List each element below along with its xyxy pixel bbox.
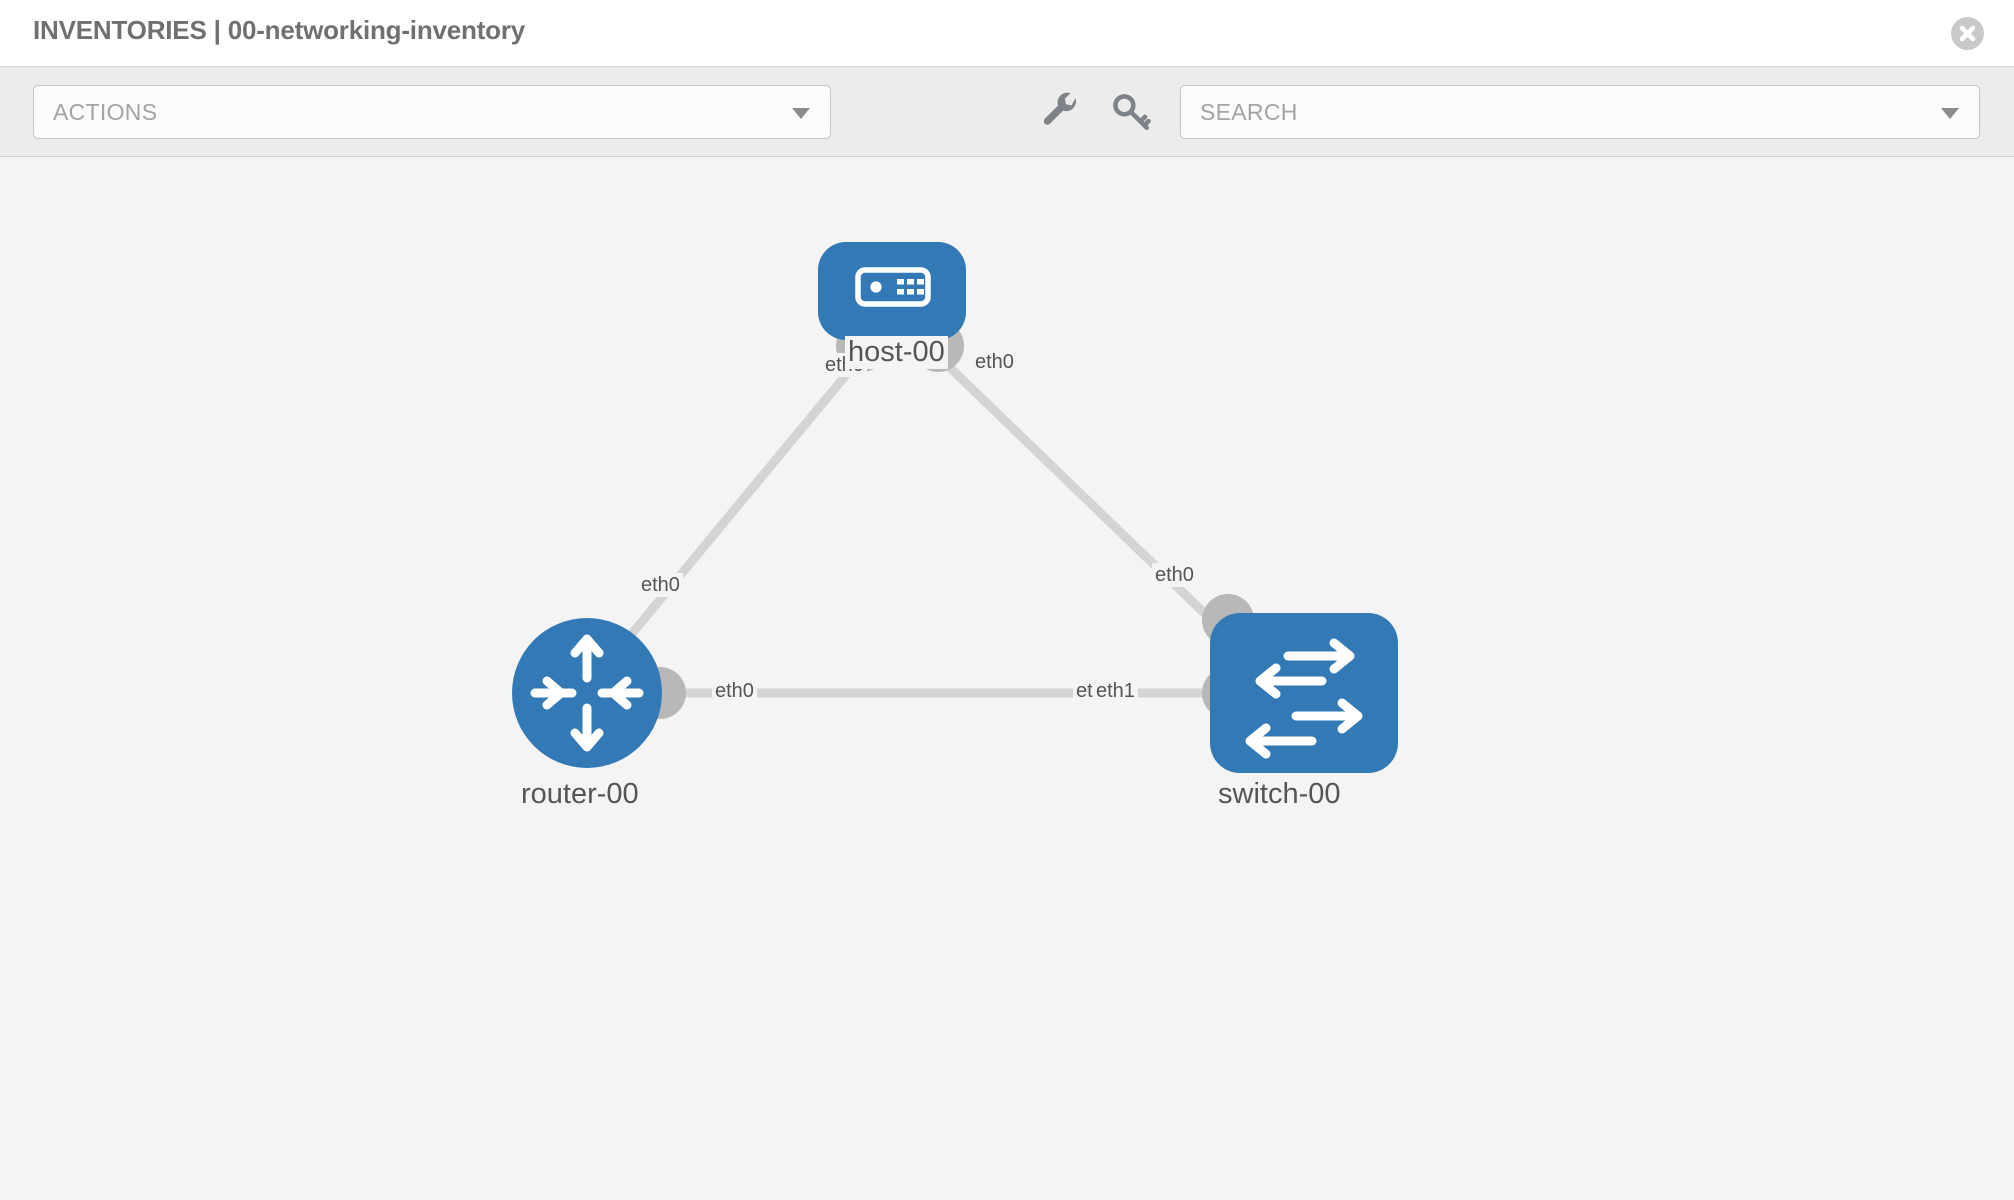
chevron-down-icon [792, 108, 810, 119]
node-label: router-00 [518, 778, 642, 811]
switch-arrows-icon [1245, 638, 1363, 759]
topology-canvas[interactable]: eth0 eth0 host-00 eth0 eth0 eth0 eth0 et… [0, 158, 2014, 1200]
interface-label: eth0 [972, 350, 1017, 374]
page-title: INVENTORIES | 00-networking-inventory [33, 15, 526, 45]
node-label: switch-00 [1215, 778, 1344, 811]
edge-host00-router00 [616, 355, 864, 651]
close-x-glyph [1959, 25, 1976, 42]
edge-host00-switch00 [936, 354, 1234, 642]
node-label: host-00 [845, 336, 948, 369]
server-icon [855, 267, 931, 307]
key-glyph [1113, 94, 1151, 131]
title-bar: INVENTORIES | 00-networking-inventory [0, 0, 2014, 67]
node-router-00[interactable] [512, 618, 662, 768]
edges-layer [616, 354, 1234, 698]
four-arrows-in-icon [530, 634, 644, 752]
close-icon[interactable] [1951, 17, 1984, 50]
actions-dropdown[interactable]: ACTIONS [33, 85, 831, 139]
interface-label: eth0 [712, 679, 757, 703]
key-icon[interactable] [1110, 91, 1152, 133]
interface-label: eth0 [638, 573, 683, 597]
wrench-glyph [1043, 92, 1077, 125]
toolbar: ACTIONS SEARCH [0, 67, 2014, 157]
actions-dropdown-label: ACTIONS [53, 99, 158, 125]
wrench-icon[interactable] [1040, 91, 1082, 133]
node-host-00[interactable] [818, 242, 966, 340]
interface-label: eth0 [1152, 563, 1197, 587]
search-placeholder: SEARCH [1200, 99, 1298, 125]
node-switch-00[interactable] [1210, 613, 1398, 773]
topology-graph [512, 242, 1398, 773]
chevron-down-icon[interactable] [1941, 108, 1959, 119]
search-input[interactable]: SEARCH [1180, 85, 1980, 139]
interface-label: eth1 [1093, 679, 1138, 703]
